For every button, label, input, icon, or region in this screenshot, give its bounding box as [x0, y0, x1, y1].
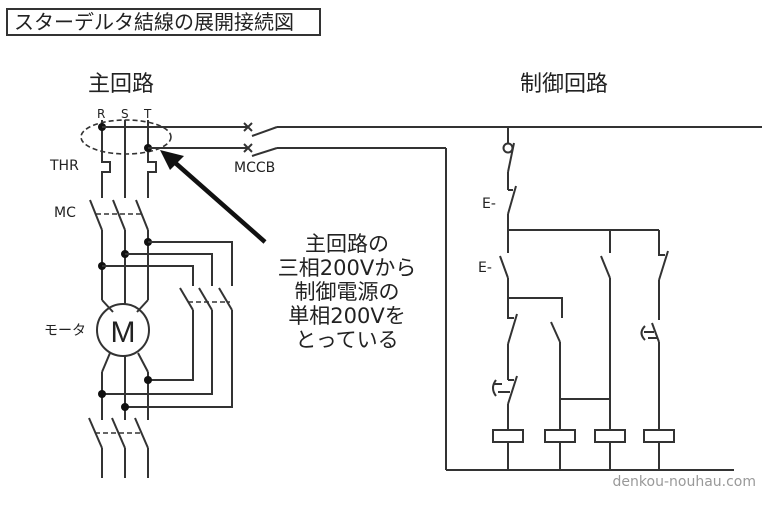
callout-line: 単相200Vを [288, 304, 406, 328]
mccb-label: MCCB [234, 160, 276, 176]
phase-t-label: T [144, 107, 152, 121]
star-mc-contact-symbol [88, 417, 149, 478]
control-circuit-heading: 制御回路 [520, 72, 609, 97]
coil-3 [594, 429, 626, 443]
callout-line: とっている [295, 328, 399, 352]
mc-contact-symbol [89, 199, 149, 300]
dashed-ellipse [80, 119, 172, 155]
motor-label: モータ [44, 323, 86, 339]
watermark: denkou-nouhau.com [612, 474, 756, 490]
callout-line: 主回路の [305, 232, 389, 256]
thermal-relay-symbol [101, 158, 157, 198]
mccb-symbol [243, 122, 278, 157]
callout-arrow [160, 150, 267, 244]
motor-symbol-text: M [111, 316, 136, 349]
main-circuit-heading: 主回路 [88, 72, 155, 97]
thr-label: THR [50, 158, 79, 174]
mc-label: MC [54, 205, 76, 221]
e-contact-label-1: E- [482, 196, 496, 212]
coil-4 [643, 429, 675, 443]
e-contact-label-2: E- [478, 260, 492, 276]
coil-2 [544, 429, 576, 443]
delta-mc-contact-symbol [102, 287, 233, 408]
phase-r-label: R [97, 107, 106, 121]
phase-s-label: S [121, 107, 129, 121]
callout-line: 三相200Vから [277, 256, 417, 280]
callout-line: 制御電源の [294, 280, 400, 304]
callout-text: 主回路の 三相200Vから 制御電源の 単相200Vを とっている [252, 232, 442, 352]
coil-1 [492, 429, 524, 443]
control-circuit-wiring [492, 127, 669, 470]
diagram-title: スターデルタ結線の展開接続図 [6, 8, 321, 36]
